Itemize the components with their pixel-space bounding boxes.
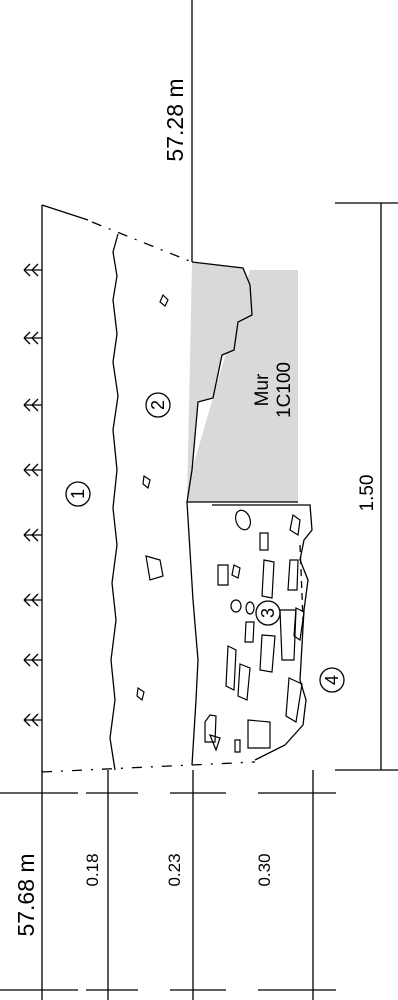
elevation-label-top: 57.28 m xyxy=(162,78,188,161)
svg-text:1: 1 xyxy=(68,489,88,499)
svg-text:2: 2 xyxy=(148,400,168,410)
layer-marker-3: 3 xyxy=(255,600,281,626)
pit-dashed-edge xyxy=(299,544,304,621)
pit-outline xyxy=(212,504,313,761)
boundary-layer-1-2 xyxy=(109,233,119,771)
svg-text:4: 4 xyxy=(322,675,342,685)
section-top-dash xyxy=(91,221,193,263)
layer-marker-4: 4 xyxy=(319,667,345,693)
depth-label-1: 0.18 xyxy=(83,853,102,886)
dimension-bar xyxy=(335,202,398,771)
wall-label: Mur xyxy=(252,373,273,406)
svg-text:3: 3 xyxy=(258,608,278,618)
wall-label-code: 1C100 xyxy=(274,362,295,418)
grass-symbols xyxy=(23,263,42,727)
depth-label-3: 0.30 xyxy=(255,853,274,886)
elevation-label-bottom: 57.68 m xyxy=(13,853,39,936)
stones xyxy=(136,293,305,753)
reference-lines-bottom xyxy=(0,770,336,1000)
boundary-layer-2-3 xyxy=(186,501,199,766)
layer-marker-1: 1 xyxy=(65,481,91,507)
wall-outline xyxy=(186,261,298,503)
wall-1c100 xyxy=(187,262,298,502)
depth-label-2: 0.23 xyxy=(165,853,184,886)
section-top-edge xyxy=(41,204,89,221)
dimension-label: 1.50 xyxy=(357,475,378,512)
layer-marker-2: 2 xyxy=(145,392,171,418)
section-bottom-edge xyxy=(41,761,256,773)
